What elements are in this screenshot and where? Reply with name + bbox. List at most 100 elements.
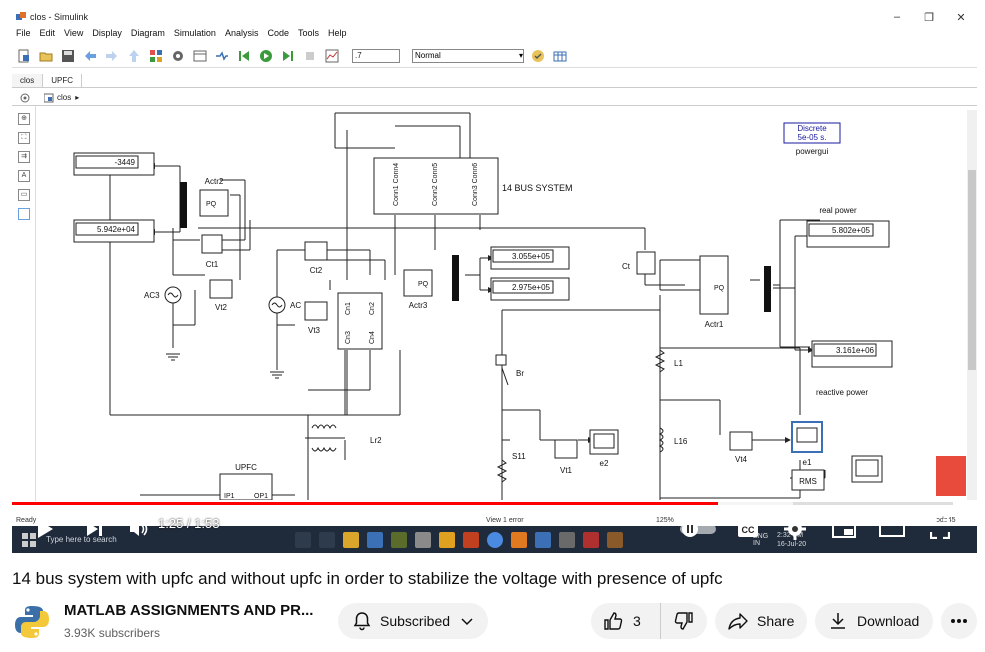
area-icon[interactable] xyxy=(18,208,30,220)
menu-diagram[interactable]: Diagram xyxy=(130,28,165,38)
avatar[interactable] xyxy=(12,602,52,642)
stop-time-input[interactable] xyxy=(352,48,400,63)
next-button[interactable] xyxy=(80,514,108,544)
hide-explorer-icon[interactable] xyxy=(20,93,30,103)
step-forward-icon[interactable] xyxy=(280,48,296,64)
like-button[interactable]: 3 xyxy=(591,603,661,639)
menu-display[interactable]: Display xyxy=(92,28,122,38)
fit-view-icon[interactable]: ⛶ xyxy=(18,132,30,144)
app-icon-3[interactable] xyxy=(439,531,455,548)
task-view-icon[interactable] xyxy=(319,531,335,548)
menu-edit[interactable]: Edit xyxy=(39,28,56,38)
chevron-down-icon xyxy=(461,618,473,626)
restore-button[interactable]: ❐ xyxy=(924,11,934,24)
breadcrumb-model[interactable]: clos xyxy=(57,93,72,102)
status-errors[interactable]: View 1 error xyxy=(486,516,524,524)
new-model-icon[interactable] xyxy=(16,48,32,64)
subscribe-button[interactable]: Subscribed xyxy=(338,603,488,639)
chrome-icon[interactable] xyxy=(487,531,503,548)
image-icon[interactable]: ▭ xyxy=(18,189,30,201)
vt4-label: Vt4 xyxy=(735,455,748,464)
tab-upfc[interactable]: UPFC xyxy=(43,74,83,87)
stop-icon[interactable] xyxy=(302,48,318,64)
fullscreen-button[interactable] xyxy=(925,514,955,544)
theater-mode-button[interactable] xyxy=(875,514,909,544)
display-block-6[interactable]: 3.161e+06 xyxy=(811,340,893,368)
display-block-5[interactable]: 5.802e+05 xyxy=(806,220,890,248)
menu-view[interactable]: View xyxy=(64,28,84,38)
step-back-icon[interactable] xyxy=(236,48,252,64)
save-icon[interactable] xyxy=(60,48,76,64)
display-block-1[interactable]: -3449 xyxy=(73,152,155,176)
cortana-icon[interactable] xyxy=(295,531,311,548)
up-arrow-icon[interactable] xyxy=(126,48,142,64)
gear-icon[interactable] xyxy=(170,48,186,64)
app-icon-8[interactable] xyxy=(607,531,623,548)
taskbar-search[interactable]: Type here to search xyxy=(46,535,117,544)
display-block-3[interactable]: 3.055e+05 xyxy=(490,246,570,270)
tab-clos[interactable]: clos xyxy=(12,74,44,87)
matlab-icon[interactable] xyxy=(463,531,479,548)
app-icon-6[interactable] xyxy=(559,531,575,548)
app-icon-1[interactable] xyxy=(391,531,407,548)
settings-button[interactable] xyxy=(780,514,810,544)
model-explorer-icon[interactable] xyxy=(192,48,208,64)
annotation-icon[interactable]: A xyxy=(18,170,30,182)
open-folder-icon[interactable] xyxy=(38,48,54,64)
signal-icon[interactable] xyxy=(214,48,230,64)
menu-simulation[interactable]: Simulation xyxy=(173,28,216,38)
build-icon[interactable] xyxy=(552,48,568,64)
scope-icon[interactable] xyxy=(324,48,340,64)
menu-help[interactable]: Help xyxy=(328,28,347,38)
video-progress-bar[interactable] xyxy=(12,502,953,505)
more-actions-button[interactable] xyxy=(941,603,977,639)
autoplay-toggle-icon xyxy=(680,521,716,537)
channel-name[interactable]: MATLAB ASSIGNMENTS AND PR... xyxy=(64,602,314,619)
back-arrow-icon[interactable] xyxy=(82,48,98,64)
app-icon-7[interactable] xyxy=(583,531,599,548)
windows-start-icon[interactable] xyxy=(22,532,36,547)
isp-app-icon[interactable] xyxy=(367,531,383,548)
dislike-button[interactable] xyxy=(661,603,707,639)
close-window-button[interactable]: ✕ xyxy=(956,11,966,24)
taskbar-clock[interactable]: 2:32 PM 16-Jul-20 xyxy=(777,531,806,549)
status-zoom: 125% xyxy=(656,516,674,524)
minimize-button[interactable]: – xyxy=(893,11,901,23)
like-count: 3 xyxy=(633,613,641,629)
display-value-1: -3449 xyxy=(115,158,136,167)
display-value-2: 5.942e+04 xyxy=(97,225,136,234)
app-icon-2[interactable] xyxy=(415,531,431,548)
menu-file[interactable]: File xyxy=(16,28,31,38)
file-explorer-icon[interactable] xyxy=(343,531,359,548)
share-button[interactable]: Share xyxy=(715,603,807,639)
display-block-2[interactable]: 5.942e+04 xyxy=(73,219,155,243)
model-advisor-icon[interactable] xyxy=(530,48,546,64)
scrollbar-thumb[interactable] xyxy=(968,170,976,370)
python-logo-icon xyxy=(12,602,52,642)
download-button[interactable]: Download xyxy=(815,603,933,639)
language-indicator[interactable]: ENG IN xyxy=(753,532,769,547)
vertical-scrollbar[interactable] xyxy=(967,110,977,500)
actr3-pq: PQ xyxy=(418,281,429,288)
library-browser-icon[interactable] xyxy=(148,48,164,64)
simulink-diagram[interactable]: Discrete 5e-05 s. powergui 14 BUS SYSTEM… xyxy=(40,110,966,500)
app-icon-5[interactable] xyxy=(535,531,551,548)
menu-analysis[interactable]: Analysis xyxy=(224,28,259,38)
run-icon[interactable] xyxy=(258,48,274,64)
menu-tools[interactable]: Tools xyxy=(297,28,319,38)
window-title: clos - Simulink xyxy=(30,12,89,22)
captions-button[interactable]: CC xyxy=(733,514,763,544)
app-icon-4[interactable] xyxy=(511,531,527,548)
video-player[interactable]: clos - Simulink – ❐ ✕ File Edit View Dis… xyxy=(12,6,977,553)
miniplayer-button[interactable] xyxy=(828,514,860,544)
mute-button[interactable] xyxy=(124,514,154,544)
autoplay-toggle[interactable] xyxy=(678,514,718,544)
forward-arrow-icon[interactable] xyxy=(104,48,120,64)
menu-code[interactable]: Code xyxy=(267,28,289,38)
zoom-icon[interactable]: ⊕ xyxy=(18,113,30,125)
simulation-mode-select[interactable]: Normal ▾ xyxy=(412,48,524,63)
display-block-4[interactable]: 2.975e+05 xyxy=(490,277,570,301)
simulink-titlebar: clos - Simulink – ❐ ✕ xyxy=(12,6,977,28)
arrow-icon[interactable]: ⇉ xyxy=(18,151,30,163)
play-button[interactable] xyxy=(30,514,60,544)
